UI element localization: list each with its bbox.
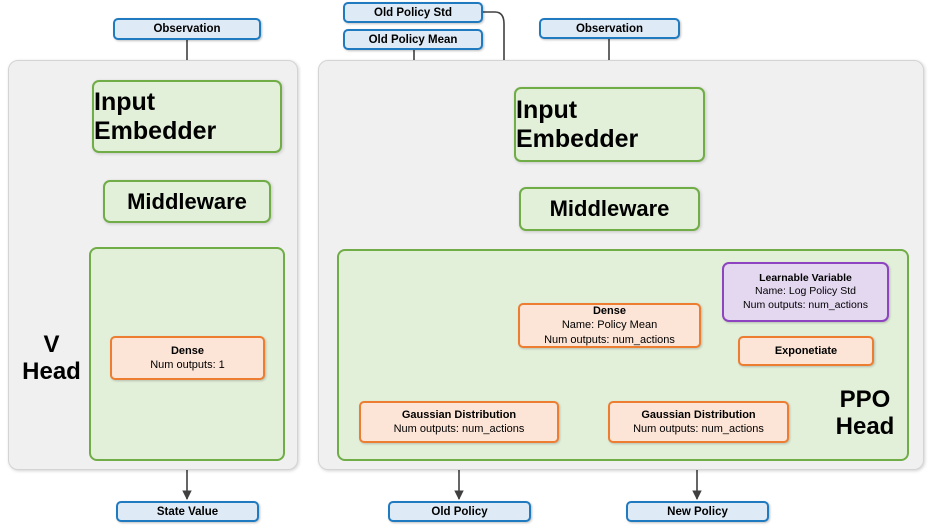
learnable-variable-title: Learnable Variable — [759, 271, 852, 284]
exponentiate-box[interactable]: Exponetiate — [738, 336, 874, 366]
v-head-dense[interactable]: Dense Num outputs: 1 — [110, 336, 265, 380]
gaussian-old-title: Gaussian Distribution — [401, 408, 517, 421]
learnable-variable-box[interactable]: Learnable Variable Name: Log Policy Std … — [722, 262, 889, 322]
ppo-head-caption: PPO Head — [835, 386, 895, 440]
v-head-caption: V Head — [22, 331, 81, 385]
ppo-dense-outputs: Num outputs: num_actions — [544, 333, 675, 346]
ppo-head-dense[interactable]: Dense Name: Policy Mean Num outputs: num… — [518, 303, 701, 348]
gaussian-old-outputs: Num outputs: num_actions — [393, 423, 525, 435]
v-head-dense-title: Dense — [170, 344, 205, 357]
gaussian-new-outputs: Num outputs: num_actions — [633, 423, 764, 435]
ppo-dense-title: Dense — [592, 305, 627, 318]
v-head-middleware[interactable]: Middleware — [103, 180, 271, 223]
ppo-head-input-embedder[interactable]: Input Embedder — [514, 87, 705, 162]
ppo-dense-name: Name: Policy Mean — [561, 319, 658, 332]
ppo-head-middleware[interactable]: Middleware — [519, 187, 700, 231]
gaussian-distribution-new[interactable]: Gaussian Distribution Num outputs: num_a… — [608, 401, 789, 443]
v-head-dense-outputs: Num outputs: 1 — [150, 359, 225, 371]
output-state-value[interactable]: State Value — [116, 501, 259, 522]
learnable-variable-outputs: Num outputs: num_actions — [743, 298, 868, 311]
input-old-policy-std[interactable]: Old Policy Std — [343, 2, 483, 23]
input-observation-right[interactable]: Observation — [539, 18, 680, 39]
output-new-policy[interactable]: New Policy — [626, 501, 769, 522]
exponentiate-title: Exponetiate — [774, 344, 838, 357]
input-observation-left[interactable]: Observation — [113, 18, 261, 40]
output-old-policy[interactable]: Old Policy — [388, 501, 531, 522]
learnable-variable-name: Name: Log Policy Std — [755, 285, 856, 298]
gaussian-distribution-old[interactable]: Gaussian Distribution Num outputs: num_a… — [359, 401, 559, 443]
gaussian-new-title: Gaussian Distribution — [641, 408, 756, 421]
v-head-input-embedder[interactable]: Input Embedder — [92, 80, 282, 153]
input-old-policy-mean[interactable]: Old Policy Mean — [343, 29, 483, 50]
